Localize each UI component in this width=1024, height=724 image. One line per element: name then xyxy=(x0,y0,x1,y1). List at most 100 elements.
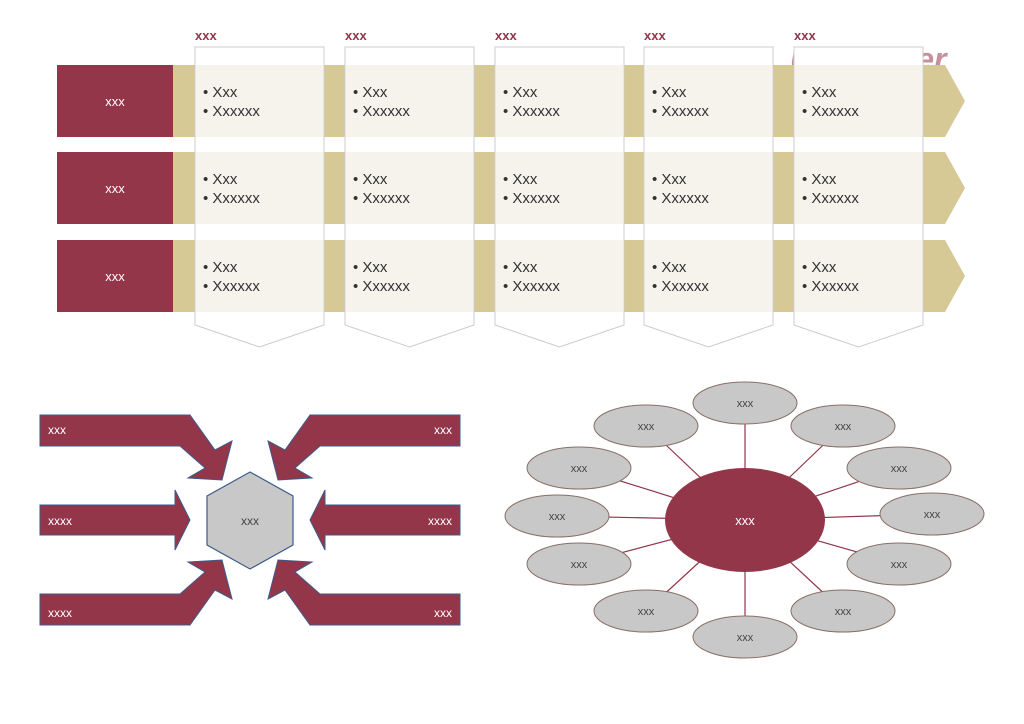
arrow-label: xxx xyxy=(434,423,452,437)
hub-node xyxy=(790,589,896,633)
matrix-cell-bullet: • Xxx xyxy=(802,171,837,188)
column-header: xxx xyxy=(495,28,517,43)
hub-node xyxy=(593,404,699,448)
center-hexagon xyxy=(206,471,294,570)
hub-node-label: xxx xyxy=(638,421,655,433)
matrix-cell-bg xyxy=(196,240,323,312)
hub-node xyxy=(526,446,632,490)
hub-node xyxy=(790,404,896,448)
hub-node-label: xxx xyxy=(924,509,941,521)
matrix-cell-bg xyxy=(795,65,922,137)
arrow-mid-left xyxy=(39,489,191,551)
hub-node xyxy=(593,589,699,633)
matrix-cell-bullet: • Xxxxxx xyxy=(203,103,260,120)
arrow-label: xxx xyxy=(434,606,452,620)
hub-center xyxy=(665,468,825,572)
hub-node-label: xxx xyxy=(737,632,754,644)
matrix-cell-bullet: • Xxxxxx xyxy=(652,190,709,207)
row-label-box xyxy=(57,152,173,224)
arrow-label: xxxx xyxy=(48,514,72,528)
hub-node-label: xxx xyxy=(571,559,588,571)
hub-node-label: xxx xyxy=(549,511,566,523)
hub-node-label: xxx xyxy=(571,463,588,475)
matrix-cell-bullet: • Xxx xyxy=(503,259,538,276)
hub-node xyxy=(504,494,610,538)
matrix-cell-bg xyxy=(645,152,772,224)
matrix-cell-bullet: • Xxxxxx xyxy=(203,278,260,295)
hub-node xyxy=(692,615,798,659)
matrix-cell-bullet: • Xxx xyxy=(652,171,687,188)
row-label: xxx xyxy=(105,94,125,109)
matrix-cell-bg xyxy=(346,240,473,312)
matrix-cell-bullet: • Xxxxxx xyxy=(802,103,859,120)
matrix-cell-bullet: • Xxx xyxy=(353,171,388,188)
hub-node-label: xxx xyxy=(835,421,852,433)
matrix-cell-bg xyxy=(795,240,922,312)
radial-hub-diagram: xxx xxx xxx xxx xxx xxx xxx xxx xxx xxx xxx xxx xxx xyxy=(504,381,985,659)
column-header: xxx xyxy=(644,28,666,43)
matrix-cell-bg xyxy=(795,152,922,224)
matrix-cell-bullet: • Xxxxxx xyxy=(652,278,709,295)
matrix-cell-bg xyxy=(496,240,623,312)
matrix-cell-bullet: • Xxxxxx xyxy=(353,190,410,207)
row-label-box xyxy=(57,240,173,312)
matrix-cell-bullet: • Xxxxxx xyxy=(503,278,560,295)
matrix-cell-bg xyxy=(645,65,772,137)
matrix-cell-bullet: • Xxx xyxy=(203,259,238,276)
arrow-label: xxxx xyxy=(428,514,452,528)
matrix-cell-bullet: • Xxx xyxy=(353,259,388,276)
row-label: xxx xyxy=(105,181,125,196)
converging-arrows-diagram: xxx xxx xxx xxxx xxxx xxxx xxx xyxy=(39,414,461,626)
matrix-cell-bg xyxy=(196,152,323,224)
matrix-cell-bg xyxy=(645,240,772,312)
matrix-cell-bg xyxy=(196,65,323,137)
matrix-cell-bullet: • Xxxxxx xyxy=(802,190,859,207)
hub-node-label: xxx xyxy=(891,463,908,475)
matrix-cell-bullet: • Xxx xyxy=(353,84,388,101)
hub-node-label: xxx xyxy=(891,559,908,571)
hub-node-label: xxx xyxy=(835,606,852,618)
matrix-cell-bullet: • Xxx xyxy=(203,171,238,188)
hub-node-label: xxx xyxy=(638,606,655,618)
center-hexagon-label: xxx xyxy=(241,514,259,528)
matrix-cell-bg xyxy=(346,152,473,224)
matrix-cell-bullet: • Xxxxxx xyxy=(503,103,560,120)
matrix-cell-bullet: • Xxxxxx xyxy=(353,103,410,120)
matrix-cell-bullet: • Xxxxxx xyxy=(353,278,410,295)
matrix-cell-bg xyxy=(496,152,623,224)
column-header: xxx xyxy=(195,28,217,43)
matrix-cell-bullet: • Xxx xyxy=(503,171,538,188)
matrix-diagram: xxx xxx xxx xxx xxx xxx xxx xxx • Xxx • X… xyxy=(57,28,965,348)
hub-center-label: xxx xyxy=(735,513,755,528)
matrix-cell-bullet: • Xxx xyxy=(503,84,538,101)
matrix-cell-bullet: • Xxx xyxy=(802,259,837,276)
matrix-cell-bg xyxy=(346,65,473,137)
matrix-cell-bullet: • Xxx xyxy=(652,259,687,276)
hub-node xyxy=(692,381,798,425)
matrix-cell-bullet: • Xxxxxx xyxy=(203,190,260,207)
arrow-bottom-right xyxy=(267,559,461,626)
matrix-cell-bullet: • Xxxxxx xyxy=(802,278,859,295)
arrow-top-right xyxy=(267,414,461,481)
matrix-cell-bg xyxy=(496,65,623,137)
matrix-cell-bullet: • Xxx xyxy=(802,84,837,101)
hub-node xyxy=(846,542,952,586)
hub-node xyxy=(846,446,952,490)
arrow-top-left xyxy=(39,414,233,481)
row-label: xxx xyxy=(105,269,125,284)
column-header: xxx xyxy=(345,28,367,43)
arrow-label: xxx xyxy=(48,423,66,437)
hub-node xyxy=(879,492,985,536)
column-header: xxx xyxy=(794,28,816,43)
hub-node xyxy=(526,542,632,586)
matrix-cell-bullet: • Xxxxxx xyxy=(503,190,560,207)
matrix-cell-bullet: • Xxxxxx xyxy=(652,103,709,120)
arrow-mid-right xyxy=(309,489,461,551)
row-label-box xyxy=(57,65,173,137)
arrow-label: xxxx xyxy=(48,606,72,620)
arrow-bottom-left xyxy=(39,559,233,626)
hub-node-label: xxx xyxy=(737,398,754,410)
matrix-cell-bullet: • Xxx xyxy=(203,84,238,101)
matrix-cell-bullet: • Xxx xyxy=(652,84,687,101)
